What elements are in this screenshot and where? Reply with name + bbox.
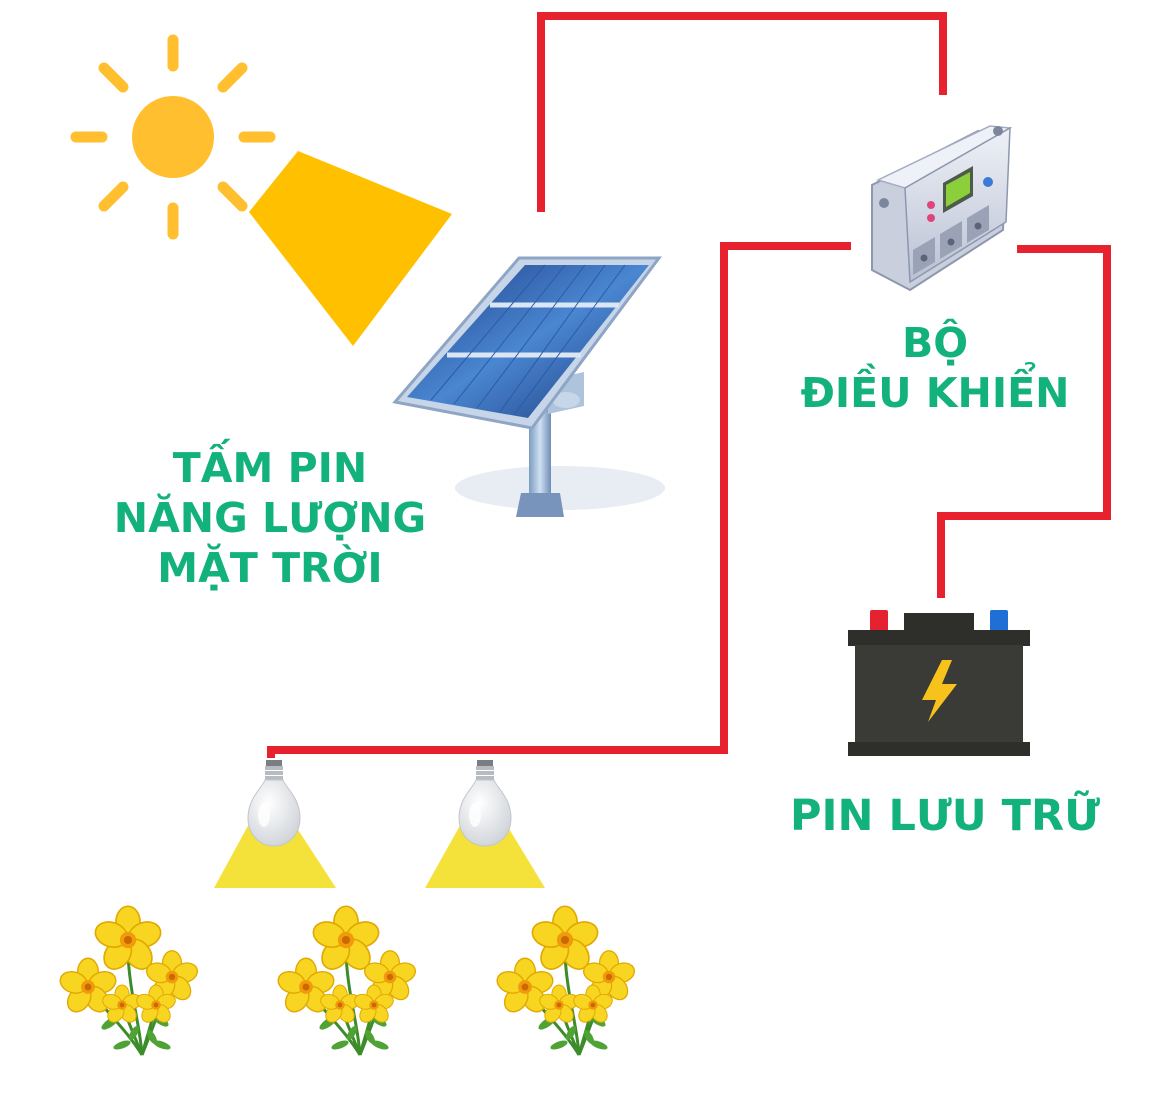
- battery-icon: [848, 610, 1030, 756]
- light-beam-right: [425, 822, 545, 888]
- solar-panel-icon: [392, 256, 665, 517]
- controller-label-line-1: BỘ: [901, 319, 969, 367]
- wire-controller-to-lights: [267, 242, 851, 758]
- solar-panel-label-line-3: MẶT TRỜI: [157, 544, 383, 593]
- flower-cluster-icon: [57, 906, 200, 1055]
- solar-panel-label-line-2: NĂNG LƯỢNG: [113, 494, 427, 543]
- wire-controller-to-battery: [937, 245, 1111, 598]
- controller-label: BỘ ĐIỀU KHIỂN: [790, 318, 1080, 418]
- solar-panel-label: TẤM PIN NĂNG LƯỢNG MẶT TRỜI: [100, 443, 440, 593]
- wiring: [267, 12, 1111, 758]
- light-bulb-icon: [458, 759, 512, 847]
- charge-controller-icon: [871, 125, 1013, 292]
- light-beam-left: [214, 822, 336, 888]
- flower-cluster-icon: [494, 906, 637, 1055]
- lightning-bolt-icon: [922, 660, 957, 722]
- battery-label: PIN LƯU TRỮ: [790, 790, 1101, 842]
- controller-label-line-2: ĐIỀU KHIỂN: [800, 369, 1070, 418]
- light-bulb-icon: [247, 759, 301, 847]
- solar-panel-label-line-1: TẤM PIN: [172, 444, 368, 492]
- sun-icon: [70, 34, 452, 346]
- battery-label-text: PIN LƯU TRỮ: [790, 791, 1101, 841]
- flower-cluster-icon: [275, 906, 418, 1055]
- light-bulb-left: [214, 759, 336, 888]
- wire-panel-to-controller: [537, 12, 947, 212]
- sun-ray-beam: [249, 151, 452, 346]
- light-bulb-right: [425, 759, 545, 888]
